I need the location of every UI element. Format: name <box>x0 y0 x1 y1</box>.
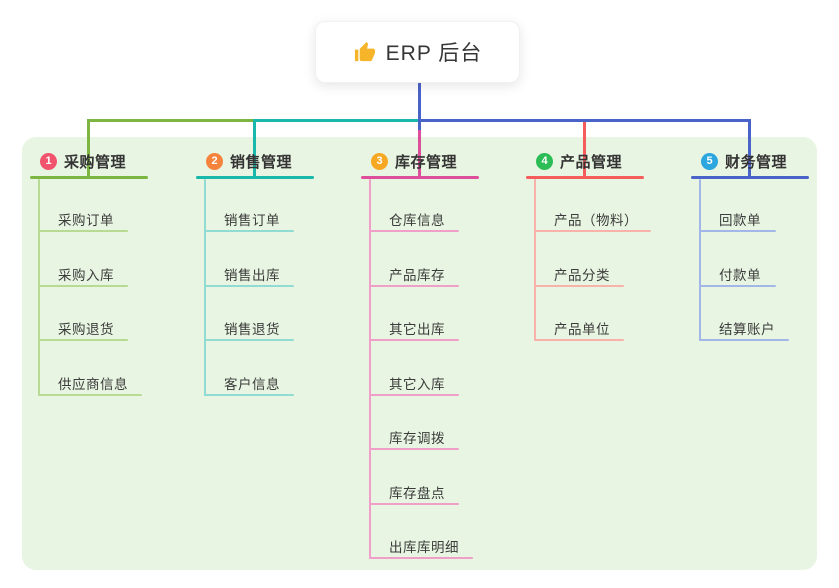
root-connector-bus <box>253 119 418 122</box>
branch-underline <box>361 176 479 179</box>
root-connector-stem <box>418 83 421 130</box>
child-node-underline <box>369 230 459 232</box>
branch-node-label: 产品管理 <box>560 153 623 171</box>
branch-connector-drop <box>748 119 751 179</box>
child-node-回款单[interactable]: 回款单 <box>719 213 761 228</box>
branch-node-label: 库存管理 <box>395 153 458 171</box>
child-node-underline <box>369 285 459 287</box>
child-node-库存盘点[interactable]: 库存盘点 <box>389 486 445 501</box>
child-node-采购退货[interactable]: 采购退货 <box>58 322 114 337</box>
child-connector-line <box>699 179 701 341</box>
branch-node-label: 财务管理 <box>725 153 788 171</box>
child-node-销售退货[interactable]: 销售退货 <box>224 322 280 337</box>
child-node-采购订单[interactable]: 采购订单 <box>58 213 114 228</box>
branch-number-badge: 4 <box>536 152 553 170</box>
child-node-underline <box>534 285 624 287</box>
child-node-underline <box>369 339 459 341</box>
child-node-underline <box>369 394 459 396</box>
child-node-产品分类[interactable]: 产品分类 <box>554 268 610 283</box>
child-node-客户信息[interactable]: 客户信息 <box>224 377 280 392</box>
root-connector-bus <box>418 119 751 122</box>
branch-node-label: 采购管理 <box>64 153 127 171</box>
thumbs-up-icon <box>354 41 375 61</box>
branch-node-库存管理[interactable]: 3 库存管理 <box>371 151 457 171</box>
branch-connector-drop <box>253 119 256 179</box>
mindmap-group-panel <box>22 137 817 570</box>
child-node-结算账户[interactable]: 结算账户 <box>719 322 775 337</box>
child-node-underline <box>204 230 294 232</box>
child-node-underline <box>534 339 624 341</box>
child-connector-line <box>204 179 206 396</box>
child-node-underline <box>369 557 473 559</box>
child-node-underline <box>534 230 651 232</box>
child-node-underline <box>369 448 459 450</box>
child-node-库存调拨[interactable]: 库存调拨 <box>389 431 445 446</box>
child-node-供应商信息[interactable]: 供应商信息 <box>58 377 128 392</box>
child-node-underline <box>38 230 128 232</box>
child-node-销售订单[interactable]: 销售订单 <box>224 213 280 228</box>
child-node-underline <box>699 230 776 232</box>
branch-node-采购管理[interactable]: 1 采购管理 <box>40 151 126 171</box>
child-node-付款单[interactable]: 付款单 <box>719 268 761 283</box>
branch-number-badge: 5 <box>701 152 718 170</box>
child-node-underline <box>369 503 459 505</box>
branch-number-badge: 1 <box>40 152 57 170</box>
child-node-underline <box>38 285 128 287</box>
child-node-underline <box>204 394 294 396</box>
branch-node-产品管理[interactable]: 4 产品管理 <box>536 151 622 171</box>
root-node[interactable]: ERP 后台 <box>315 21 520 83</box>
child-node-其它出库[interactable]: 其它出库 <box>389 322 445 337</box>
branch-node-label: 销售管理 <box>230 153 293 171</box>
child-node-underline <box>699 339 789 341</box>
child-node-underline <box>38 394 142 396</box>
branch-underline <box>196 176 314 179</box>
branch-underline <box>691 176 809 179</box>
child-connector-line <box>534 179 536 341</box>
branch-connector-drop <box>583 119 586 179</box>
child-node-产品单位[interactable]: 产品单位 <box>554 322 610 337</box>
child-node-产品（物料）[interactable]: 产品（物料） <box>554 213 638 228</box>
branch-connector-drop <box>87 119 90 179</box>
child-node-采购入库[interactable]: 采购入库 <box>58 268 114 283</box>
root-node-label: ERP 后台 <box>385 42 483 65</box>
branch-node-财务管理[interactable]: 5 财务管理 <box>701 151 787 171</box>
branch-underline <box>526 176 644 179</box>
child-node-仓库信息[interactable]: 仓库信息 <box>389 213 445 228</box>
child-node-underline <box>204 339 294 341</box>
root-connector-bus <box>87 119 253 122</box>
branch-underline <box>30 176 148 179</box>
child-node-underline <box>699 285 776 287</box>
child-connector-line <box>38 179 40 396</box>
child-connector-line <box>369 179 371 559</box>
child-node-产品库存[interactable]: 产品库存 <box>389 268 445 283</box>
branch-number-badge: 2 <box>206 152 223 170</box>
child-node-underline <box>204 285 294 287</box>
branch-node-销售管理[interactable]: 2 销售管理 <box>206 151 292 171</box>
child-node-其它入库[interactable]: 其它入库 <box>389 377 445 392</box>
branch-connector-drop <box>418 119 421 179</box>
child-node-销售出库[interactable]: 销售出库 <box>224 268 280 283</box>
child-node-underline <box>38 339 128 341</box>
branch-number-badge: 3 <box>371 152 388 170</box>
child-node-出库库明细[interactable]: 出库库明细 <box>389 540 459 555</box>
